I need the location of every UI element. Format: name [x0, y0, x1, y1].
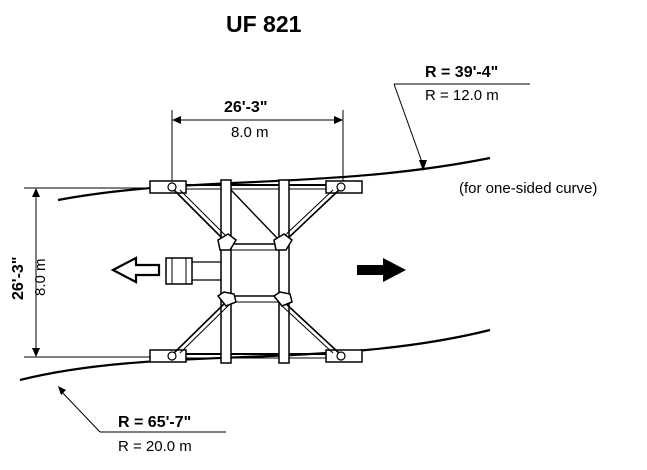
left-direction-arrow-icon	[110, 256, 161, 284]
svg-text:R = 65'-7": R = 65'-7"	[118, 414, 191, 431]
trolley-structure	[149, 179, 363, 364]
right-direction-arrow-icon	[357, 258, 406, 282]
svg-text:26'-3": 26'-3"	[10, 257, 27, 300]
svg-text:26'-3": 26'-3"	[224, 99, 267, 116]
span-dimension: 26'-3" 8.0 m	[171, 99, 344, 182]
svg-text:8.0 m: 8.0 m	[231, 124, 269, 141]
curve-note: (for one-sided curve)	[459, 180, 597, 197]
lower-curve-line	[19, 328, 491, 382]
lower-radius-label: R = 65'-7" R = 20.0 m	[58, 386, 226, 455]
svg-text:R = 20.0 m: R = 20.0 m	[118, 438, 192, 455]
svg-text:R = 39'-4": R = 39'-4"	[425, 64, 498, 81]
diagram-title: UF 821	[226, 11, 302, 37]
upper-radius-label: R = 39'-4" R = 12.0 m	[393, 64, 530, 171]
upper-curve-line	[57, 156, 491, 202]
svg-text:8.0 m: 8.0 m	[32, 258, 49, 296]
svg-text:R = 12.0 m: R = 12.0 m	[425, 87, 499, 104]
height-dimension: 26'-3" 8.0 m	[10, 187, 172, 358]
